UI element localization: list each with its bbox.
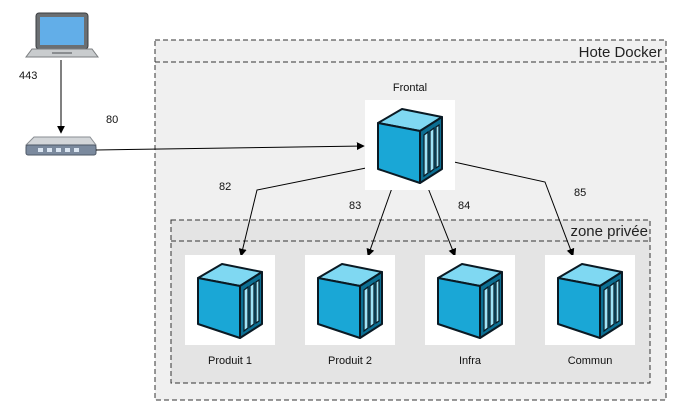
frontal-node: Frontal bbox=[364, 82, 456, 191]
port-label-produit1: 82 bbox=[219, 181, 231, 193]
produit-2-container-icon bbox=[304, 254, 396, 346]
container-commun: Commun bbox=[544, 254, 636, 367]
frontal-to-infra-arrow bbox=[427, 187, 457, 257]
port-label-produit2: 83 bbox=[349, 200, 361, 212]
container-infra: Infra bbox=[424, 254, 516, 367]
router-icon bbox=[24, 136, 97, 156]
port-label-laptop: 443 bbox=[19, 70, 37, 82]
produit-2-label: Produit 2 bbox=[328, 355, 372, 367]
commun-container-icon bbox=[544, 254, 636, 346]
infra-container-icon bbox=[424, 254, 516, 346]
produit-1-container-icon bbox=[184, 254, 276, 346]
container-produit-1: Produit 1 bbox=[184, 254, 276, 367]
router-to-frontal-arrow bbox=[95, 142, 365, 151]
frontal-to-produit1-arrow bbox=[238, 167, 367, 257]
frontal-to-produit2-arrow bbox=[366, 187, 393, 257]
private-zone-label: zone privée bbox=[570, 223, 648, 240]
laptop-icon bbox=[25, 12, 99, 58]
docker-host-label: Hote Docker bbox=[579, 44, 662, 61]
frontal-label: Frontal bbox=[393, 82, 427, 94]
port-label-router: 80 bbox=[106, 114, 118, 126]
produit-1-label: Produit 1 bbox=[208, 355, 252, 367]
frontal-container-icon bbox=[364, 99, 456, 191]
frontal-to-commun-arrow bbox=[453, 161, 575, 257]
connections bbox=[57, 60, 575, 257]
infra-label: Infra bbox=[459, 355, 482, 367]
commun-label: Commun bbox=[568, 355, 613, 367]
container-produit-2: Produit 2 bbox=[304, 254, 396, 367]
port-label-commun: 85 bbox=[574, 187, 586, 199]
port-label-infra: 84 bbox=[458, 200, 470, 212]
